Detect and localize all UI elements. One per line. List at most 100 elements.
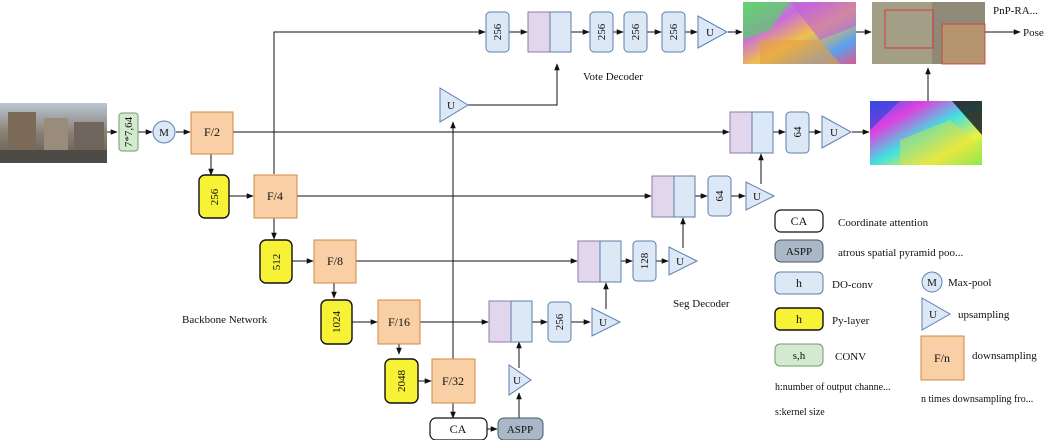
legend-note-n: n times downsampling fro... [921, 394, 1033, 405]
do-conv-seg-128: 128 [632, 240, 657, 282]
legend-maxpool: M Max-pool [921, 271, 991, 293]
upsample-seg-8: U [668, 246, 699, 276]
legend-downsampling: F/n downsampling [920, 335, 1037, 381]
upsample-seg-4: U [745, 181, 776, 211]
svg-text:Coordinate attention: Coordinate attention [838, 217, 929, 229]
f2-block: F/2 [190, 111, 234, 155]
legend-note-s: s:kernel size [775, 407, 825, 418]
legend-aspp: ASPP atrous spatial pyramid poo... [774, 239, 964, 263]
concat-seg-8 [577, 240, 622, 283]
vote-decoder-label: Vote Decoder [583, 71, 643, 83]
upsample-seg-out: U [821, 115, 853, 149]
svg-text:upsampling: upsampling [958, 309, 1010, 321]
svg-text:F/32: F/32 [442, 374, 464, 388]
f8-block: F/8 [313, 239, 357, 284]
f4-block: F/4 [253, 174, 298, 219]
svg-text:256: 256 [492, 23, 504, 40]
f32-block: F/32 [431, 358, 476, 404]
svg-text:U: U [513, 375, 521, 387]
svg-text:M: M [927, 277, 937, 289]
svg-text:U: U [676, 256, 684, 268]
legend-do-conv: h DO-conv [774, 271, 873, 295]
svg-text:256: 256 [596, 23, 608, 40]
do-conv-seg-64b: 64 [785, 111, 810, 154]
svg-text:U: U [929, 309, 937, 321]
svg-text:1024: 1024 [331, 311, 343, 334]
legend-conv: s,h CONV [774, 343, 866, 367]
svg-text:F/2: F/2 [204, 125, 220, 139]
backbone-label: Backbone Network [182, 314, 268, 326]
svg-text:Py-layer: Py-layer [832, 315, 870, 327]
py-layer-1024: 1024 [320, 299, 353, 345]
svg-text:Max-pool: Max-pool [948, 277, 991, 289]
svg-text:atrous spatial pyramid poo...: atrous spatial pyramid poo... [838, 247, 964, 259]
svg-text:256: 256 [209, 188, 221, 205]
svg-text:256: 256 [630, 23, 642, 40]
conv-stem-block: 7*7,64 [118, 112, 139, 152]
pose-label: Pose [1023, 27, 1044, 39]
svg-text:F/n: F/n [934, 351, 950, 365]
svg-text:h: h [796, 276, 802, 290]
do-conv-vote-a: 256 [485, 11, 510, 53]
f16-block: F/16 [377, 299, 421, 345]
svg-text:downsampling: downsampling [972, 350, 1037, 362]
do-conv-vote-b: 256 [589, 11, 614, 53]
pnp-output-image [872, 2, 986, 65]
py-layer-512: 512 [259, 239, 293, 284]
seg-decoder-label: Seg Decoder [673, 298, 730, 310]
svg-text:256: 256 [668, 23, 680, 40]
maxpool-label: M [159, 127, 169, 139]
pnp-label: PnP-RA... [993, 5, 1038, 17]
svg-text:CONV: CONV [835, 351, 866, 363]
input-image [0, 103, 107, 163]
svg-text:U: U [830, 127, 838, 139]
concat-seg-16 [488, 300, 533, 343]
svg-text:512: 512 [271, 254, 283, 271]
concat-seg-4 [651, 175, 696, 218]
upsample-seg-16: U [591, 307, 622, 337]
svg-text:DO-conv: DO-conv [832, 279, 873, 291]
ca-block: CA [429, 417, 488, 440]
svg-text:ASPP: ASPP [507, 424, 533, 436]
svg-text:64: 64 [792, 126, 804, 138]
aspp-block: ASPP [497, 417, 544, 440]
svg-text:h: h [796, 312, 802, 326]
seg-output-image [870, 101, 982, 165]
py-layer-256: 256 [198, 174, 230, 219]
vote-output-image [743, 2, 856, 64]
svg-text:2048: 2048 [396, 370, 408, 393]
svg-text:s,h: s,h [793, 350, 806, 362]
conv-stem-label: 7*7,64 [123, 116, 135, 147]
svg-text:64: 64 [714, 190, 726, 202]
do-conv-vote-d: 256 [661, 11, 686, 53]
svg-text:U: U [447, 100, 455, 112]
legend: CA Coordinate attention ASPP atrous spat… [774, 209, 1037, 418]
svg-text:CA: CA [450, 422, 467, 436]
svg-text:U: U [706, 27, 714, 39]
concat-vote [527, 11, 572, 53]
maxpool-node: M [152, 120, 176, 144]
do-conv-seg-256: 256 [547, 301, 572, 343]
svg-text:U: U [753, 191, 761, 203]
do-conv-vote-c: 256 [623, 11, 648, 53]
do-conv-seg-64a: 64 [707, 175, 732, 217]
legend-upsampling: U upsampling [921, 297, 1010, 331]
upsample-aspp: U [508, 364, 532, 396]
svg-text:CA: CA [791, 214, 808, 228]
legend-ca: CA Coordinate attention [774, 209, 929, 233]
svg-text:256: 256 [554, 313, 566, 330]
py-layer-2048: 2048 [384, 358, 419, 404]
legend-note-h: h:number of output channe... [775, 382, 891, 393]
svg-text:U: U [599, 317, 607, 329]
svg-text:F/16: F/16 [388, 315, 410, 329]
svg-text:ASPP: ASPP [786, 246, 812, 258]
svg-text:F/4: F/4 [267, 189, 283, 203]
legend-py-layer: h Py-layer [774, 307, 870, 331]
concat-seg-2 [729, 111, 774, 154]
upsample-vote-low: U [439, 87, 469, 123]
svg-text:128: 128 [639, 252, 651, 269]
svg-text:F/8: F/8 [327, 254, 343, 268]
upsample-vote-out: U [697, 15, 729, 49]
edges [107, 29, 1021, 432]
